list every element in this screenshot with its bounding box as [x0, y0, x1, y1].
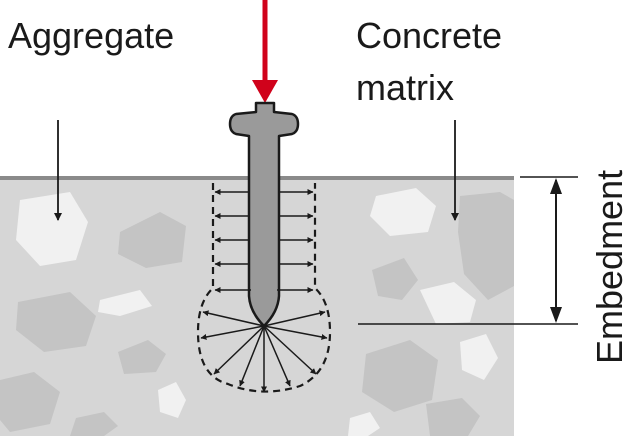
- aggregate-particles: [0, 188, 514, 436]
- shaft-pressure-arrows: [214, 189, 314, 293]
- load-arrow: [252, 0, 278, 103]
- embedment-label: Embedment: [589, 170, 625, 364]
- embedment-dimension: [358, 176, 578, 325]
- tip-radial-arrows: [200, 310, 328, 393]
- concrete-matrix-label-line1: Concrete: [356, 15, 502, 56]
- concrete-matrix-label-line2: matrix: [356, 67, 454, 108]
- aggregate-label: Aggregate: [8, 15, 174, 56]
